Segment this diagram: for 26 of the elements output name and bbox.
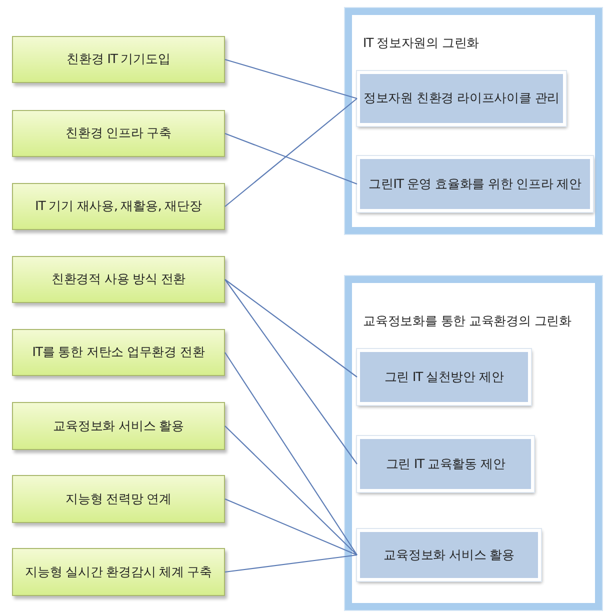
outcome-box: 교육정보화 서비스 활용 — [357, 529, 541, 581]
group-heading: 교육정보화를 통한 교육환경의 그린화 — [363, 313, 572, 330]
outcome-box: 정보자원 친환경 라이프사이클 관리 — [357, 71, 566, 126]
connector-line — [224, 58, 358, 100]
action-box: 친환경 IT 기기도입 — [12, 36, 225, 83]
group-panel — [345, 8, 602, 234]
action-box: 교육정보화 서비스 활용 — [12, 402, 225, 450]
action-box: 지능형 실시간 환경감시 체계 구축 — [12, 548, 225, 596]
outcome-box: 그린 IT 실천방안 제안 — [357, 349, 531, 405]
connector-line — [224, 498, 358, 556]
group-heading: IT 정보자원의 그린화 — [363, 35, 480, 52]
outcome-box: 그린IT 운영 효율화를 위한 인프라 제안 — [357, 156, 593, 212]
connector-line — [224, 98, 358, 207]
action-box: 친환경적 사용 방식 전환 — [12, 256, 225, 303]
connector-line — [224, 554, 358, 573]
action-box: IT를 통한 저탄소 업무환경 전환 — [12, 329, 225, 376]
action-box: 지능형 전력망 연계 — [12, 475, 225, 523]
action-box: 친환경 인프라 구축 — [12, 110, 225, 157]
outcome-box: 그린 IT 교육활동 제안 — [357, 436, 534, 492]
connector-line — [224, 352, 358, 556]
action-box: IT 기기 재사용, 재활용, 재단장 — [12, 183, 225, 230]
connector-line — [224, 279, 358, 378]
connector-line — [224, 132, 358, 185]
connector-line — [224, 279, 358, 464]
connector-line — [224, 426, 358, 556]
group-panel — [345, 276, 602, 610]
